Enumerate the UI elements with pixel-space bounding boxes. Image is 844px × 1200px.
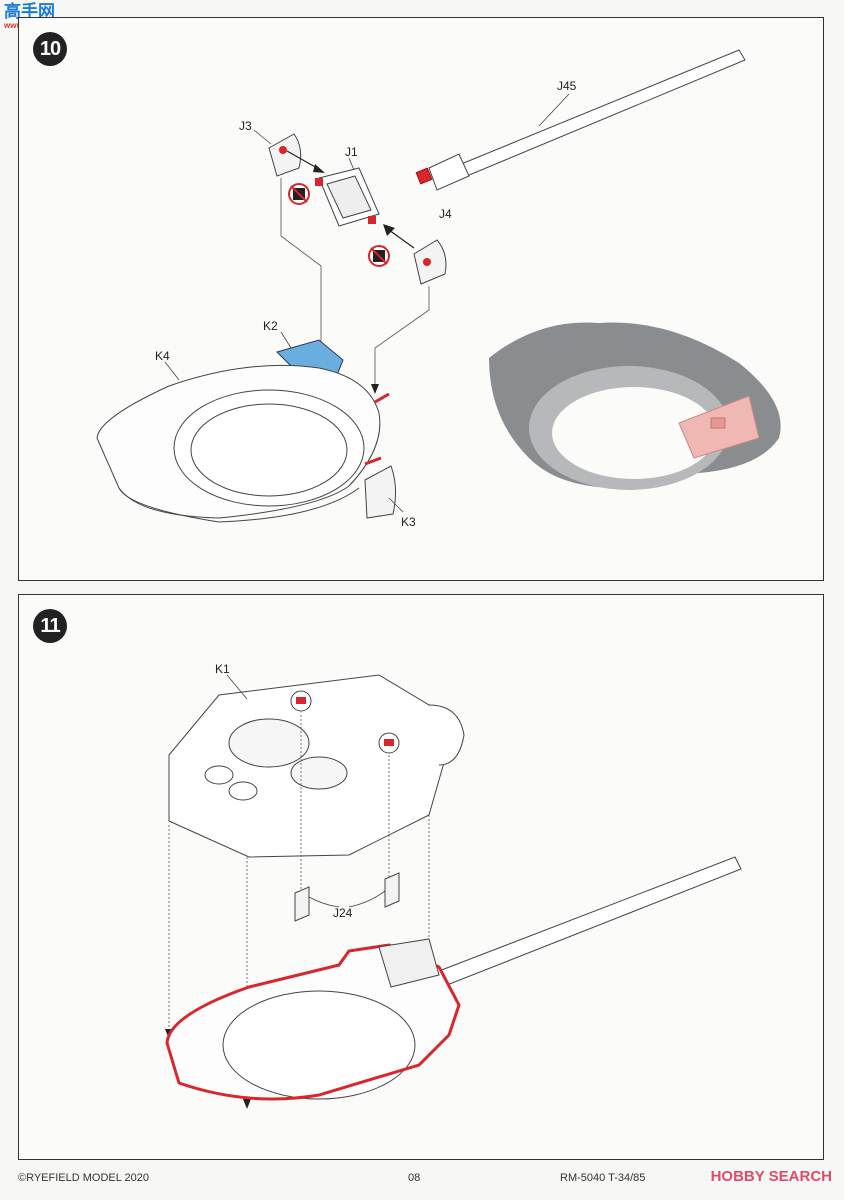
label-j4: J4 [439, 207, 452, 221]
part-j3 [253, 129, 302, 177]
part-k3 [364, 465, 397, 519]
step-11-panel: 11 K1 [18, 594, 824, 1160]
no-glue-icon [288, 183, 310, 205]
step-10-drawing: J45 J3 J1 [96, 49, 781, 529]
step-11-drawing: K1 J24 [165, 662, 742, 1109]
footer-page-number: 08 [408, 1172, 421, 1184]
site-logo: 高手网 [4, 2, 55, 21]
step-number-badge: 11 [33, 609, 67, 643]
label-j45: J45 [557, 79, 577, 93]
label-k2: K2 [263, 319, 278, 333]
assembled-render-preview [489, 322, 781, 490]
footer-product-code: RM-5040 T-34/85 [560, 1172, 646, 1184]
label-k3: K3 [401, 515, 416, 529]
label-k1: K1 [215, 662, 230, 676]
step-number-badge: 10 [33, 32, 67, 66]
watermark-hobby-search: HOBBY SEARCH [710, 1168, 832, 1185]
part-j1 [315, 167, 380, 227]
label-j1: J1 [345, 145, 358, 159]
part-j4 [413, 239, 447, 285]
label-j3: J3 [239, 119, 252, 133]
turret-base-assembled [165, 938, 461, 1101]
barrel-part-j45 [415, 49, 746, 191]
label-j24: J24 [333, 906, 353, 920]
part-k4-turret-base [96, 364, 381, 523]
barrel-assembled [438, 856, 742, 986]
part-j24 [294, 872, 400, 922]
step-10-panel: 10 J45 J3 J1 [18, 17, 824, 581]
footer-copyright: ©RYEFIELD MODEL 2020 [18, 1172, 149, 1184]
no-glue-icon [368, 245, 390, 267]
label-k4: K4 [155, 349, 170, 363]
part-k1-turret-top [168, 674, 465, 858]
